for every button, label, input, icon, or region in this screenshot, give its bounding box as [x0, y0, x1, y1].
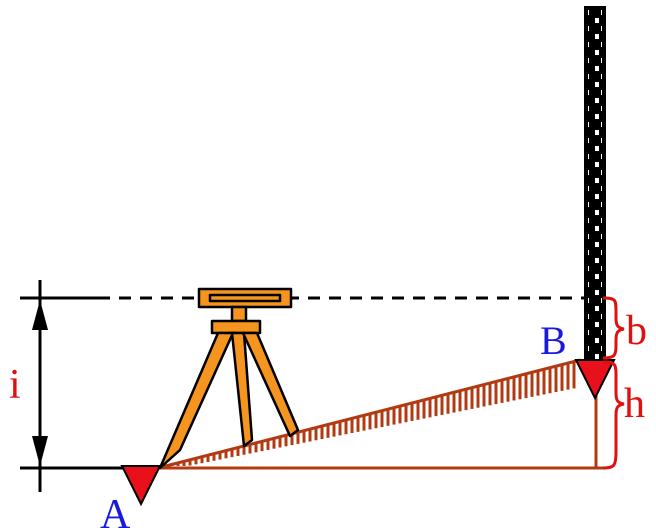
- brace-b: [602, 296, 625, 360]
- label-point-a: A: [100, 492, 131, 528]
- label-staff-reading: b: [626, 308, 647, 354]
- point-a-marker-icon: [120, 465, 162, 507]
- level-staff: [584, 6, 606, 366]
- sloped-ground: [157, 358, 581, 470]
- brace-h: [602, 360, 625, 470]
- instrument-height-dimension: [32, 280, 48, 492]
- point-b-marker-icon: [574, 359, 616, 401]
- label-height-difference: h: [624, 381, 645, 427]
- tripod-level-icon: [158, 287, 300, 470]
- label-instrument-height: i: [9, 362, 21, 408]
- label-point-b: B: [540, 318, 567, 363]
